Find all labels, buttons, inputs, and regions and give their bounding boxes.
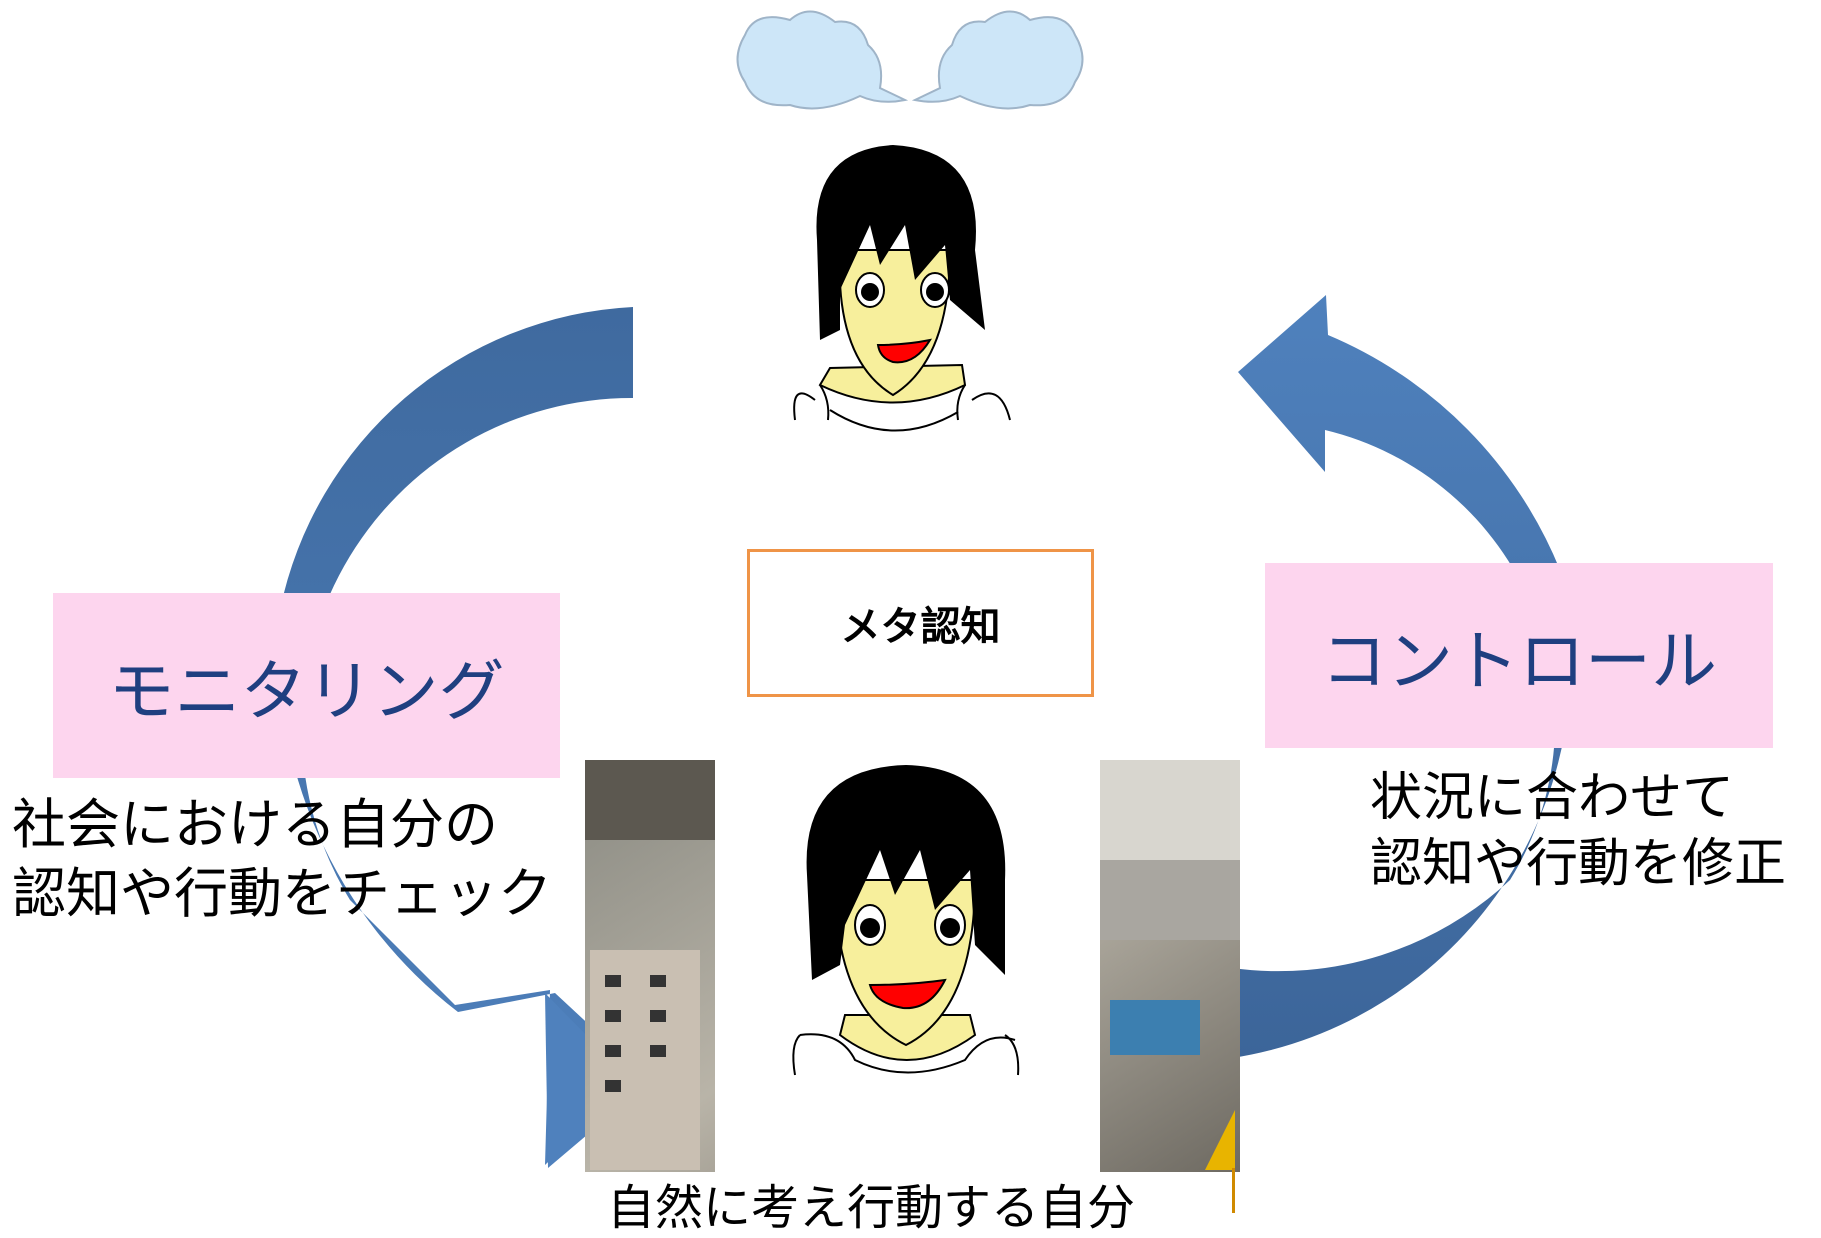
- natural-self-character: [792, 765, 1020, 1076]
- monitoring-description-line1: 社会における自分の: [12, 793, 498, 856]
- meta-self-character: [793, 145, 1011, 432]
- control-label: コントロール: [1321, 622, 1717, 700]
- control-description-line1: 状況に合わせて: [1370, 768, 1735, 828]
- natural-self-caption: 自然に考え行動する自分: [607, 1180, 1136, 1236]
- monitoring-label: モニタリング: [108, 652, 505, 730]
- monitoring-arrow: [278, 307, 640, 1165]
- monitoring-description-line2: 認知や行動をチェック: [12, 862, 552, 925]
- control-arrow: [1232, 295, 1571, 1058]
- metacognition-box: メタ認知: [747, 549, 1094, 697]
- monitoring-label-box: モニタリング: [53, 593, 560, 778]
- angel-wings: [736, 10, 1084, 110]
- control-description-line2: 認知や行動を修正: [1370, 834, 1787, 894]
- control-label-box: コントロール: [1265, 563, 1773, 748]
- metacognition-label: メタ認知: [840, 604, 1001, 650]
